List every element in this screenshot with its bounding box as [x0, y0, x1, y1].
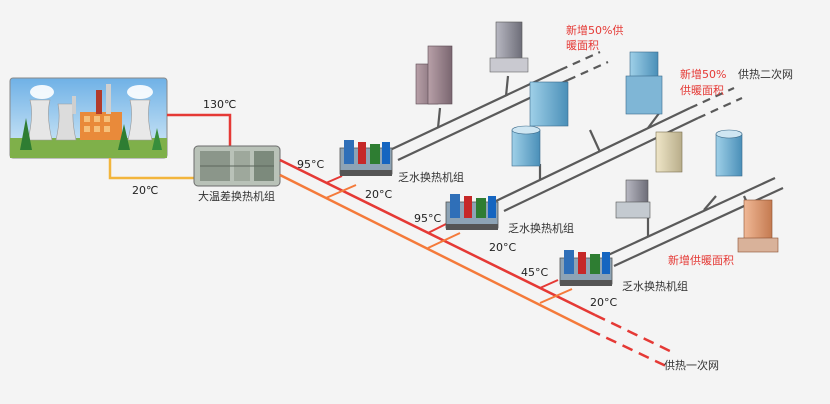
station-3-return-temp: 20°C [590, 296, 617, 309]
plant-supply-temp: 130℃ [203, 98, 236, 111]
building-cyan-cylinder-1 [511, 125, 541, 167]
station-2-supply-temp: 95°C [414, 212, 441, 225]
exchanger-station-2 [445, 194, 499, 230]
exchanger-station-1 [339, 140, 393, 176]
secondary-network-label: 供热二次网 [738, 67, 793, 81]
plant-return-temp: 20℃ [132, 184, 158, 197]
exchanger-station-3 [559, 250, 613, 286]
station-2-return-temp: 20°C [489, 241, 516, 254]
power-plant-image [9, 77, 168, 159]
station-1-supply-temp: 95°C [297, 158, 324, 171]
station-3-label: 乏水换热机组 [622, 279, 688, 293]
station-1-return-temp: 20°C [365, 188, 392, 201]
building-cyan-cylinder-2 [715, 129, 743, 177]
big-exchanger-label: 大温差换热机组 [198, 189, 275, 203]
station-3-supply-temp: 45°C [521, 266, 548, 279]
primary-network-pipes [279, 158, 673, 368]
building-grey-tower [489, 21, 529, 73]
building-blue-tower-2 [625, 51, 663, 115]
building-cream-tower [655, 131, 683, 173]
station-2-label: 乏水换热机组 [508, 221, 574, 235]
building-rose-tower [415, 45, 453, 105]
plant-return-pipe [108, 158, 194, 180]
new-area-annotation-3: 新增供暖面积 [668, 253, 734, 267]
building-orange-tower [737, 199, 779, 253]
large-temp-difference-exchanger [193, 145, 281, 187]
building-blue-tower-1 [529, 81, 569, 127]
building-grey-block [615, 179, 651, 219]
station-1-label: 乏水换热机组 [398, 170, 464, 184]
plant-supply-pipe [167, 113, 232, 146]
new-area-annotation-2-line1: 新增50% [680, 67, 726, 81]
new-area-annotation-1-line1: 新增50%供 [566, 23, 623, 37]
new-area-annotation-2-line2: 供暖面积 [680, 83, 724, 97]
primary-network-label: 供热一次网 [664, 358, 719, 372]
new-area-annotation-1-line2: 暖面积 [566, 39, 599, 52]
